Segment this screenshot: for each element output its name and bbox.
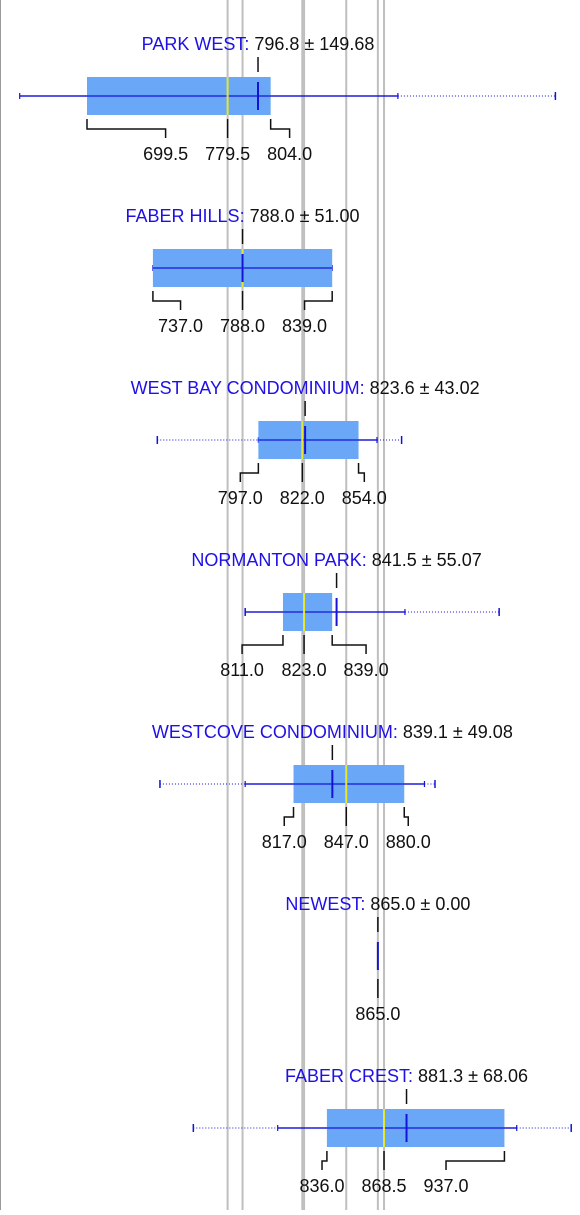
- group-west-bay-condominium: WEST BAY CONDOMINIUM: 823.6 ± 43.02 797.0…: [131, 378, 480, 508]
- q3-leader: [357, 463, 366, 482]
- group-name: FABER HILLS:: [126, 206, 245, 226]
- group-name: PARK WEST:: [142, 34, 250, 54]
- group-mean-sd: 881.3 ± 68.06: [413, 1066, 528, 1086]
- q1-label: 737.0: [158, 316, 203, 336]
- group-title: NEWEST: 865.0 ± 0.00: [285, 894, 470, 914]
- group-name: FABER CREST:: [285, 1066, 413, 1086]
- q3-leader: [403, 807, 409, 826]
- median-label: 823.0: [282, 660, 327, 680]
- median-label: 788.0: [220, 316, 265, 336]
- group-title: FABER CREST: 881.3 ± 68.06: [285, 1066, 528, 1086]
- group-name: NEWEST:: [285, 894, 365, 914]
- q1-leader: [321, 1151, 328, 1170]
- group-westcove-condominium: WESTCOVE CONDOMINIUM: 839.1 ± 49.08 817.0…: [152, 722, 513, 852]
- q3-label: 839.0: [282, 316, 327, 336]
- group-name: WESTCOVE CONDOMINIUM:: [152, 722, 398, 742]
- group-mean-sd: 788.0 ± 51.00: [245, 206, 360, 226]
- q3-label: 839.0: [344, 660, 389, 680]
- q1-leader: [152, 291, 182, 310]
- group-mean-sd: 841.5 ± 55.07: [367, 550, 482, 570]
- q1-leader: [241, 635, 284, 654]
- group-mean-sd: 823.6 ± 43.02: [365, 378, 480, 398]
- q3-leader: [303, 291, 333, 310]
- group-normanton-park: NORMANTON PARK: 841.5 ± 55.07 811.0 823.0 8…: [191, 550, 500, 680]
- q1-leader: [283, 807, 295, 826]
- group-mean-sd: 839.1 ± 49.08: [398, 722, 513, 742]
- q3-label: 804.0: [267, 144, 312, 164]
- q1-label: 811.0: [220, 660, 264, 680]
- group-title: PARK WEST: 796.8 ± 149.68: [142, 34, 375, 54]
- group-title: WEST BAY CONDOMINIUM: 823.6 ± 43.02: [131, 378, 480, 398]
- group-name: WEST BAY CONDOMINIUM:: [131, 378, 365, 398]
- median-label: 865.0: [355, 1004, 400, 1024]
- median-label: 847.0: [324, 832, 369, 852]
- q1-label: 699.5: [143, 144, 188, 164]
- median-label: 822.0: [280, 488, 325, 508]
- group-name: NORMANTON PARK:: [191, 550, 366, 570]
- q1-label: 797.0: [218, 488, 263, 508]
- group-faber-hills: FABER HILLS: 788.0 ± 51.00 737.0 788.0 839.…: [126, 206, 360, 336]
- q1-label: 817.0: [262, 832, 307, 852]
- group-mean-sd: 865.0 ± 0.00: [365, 894, 470, 914]
- median-label: 868.5: [362, 1176, 407, 1196]
- q1-label: 836.0: [300, 1176, 345, 1196]
- group-mean-sd: 796.8 ± 149.68: [249, 34, 374, 54]
- q1-leader: [239, 463, 260, 482]
- group-newest: NEWEST: 865.0 ± 0.00 865.0: [285, 894, 470, 1024]
- group-title: FABER HILLS: 788.0 ± 51.00: [126, 206, 360, 226]
- q3-leader: [269, 119, 291, 138]
- q3-label: 854.0: [342, 488, 387, 508]
- q1-leader: [86, 119, 167, 138]
- q3-leader: [331, 635, 367, 654]
- group-title: WESTCOVE CONDOMINIUM: 839.1 ± 49.08: [152, 722, 513, 742]
- q3-leader: [445, 1151, 506, 1170]
- q3-label: 880.0: [386, 832, 431, 852]
- group-faber-crest: FABER CREST: 881.3 ± 68.06 836.0 868.5 937.…: [192, 1066, 572, 1196]
- group-park-west: PARK WEST: 796.8 ± 149.68 699.5 779.5 804.0: [19, 34, 557, 164]
- median-label: 779.5: [205, 144, 250, 164]
- q3-label: 937.0: [424, 1176, 469, 1196]
- group-title: NORMANTON PARK: 841.5 ± 55.07: [191, 550, 481, 570]
